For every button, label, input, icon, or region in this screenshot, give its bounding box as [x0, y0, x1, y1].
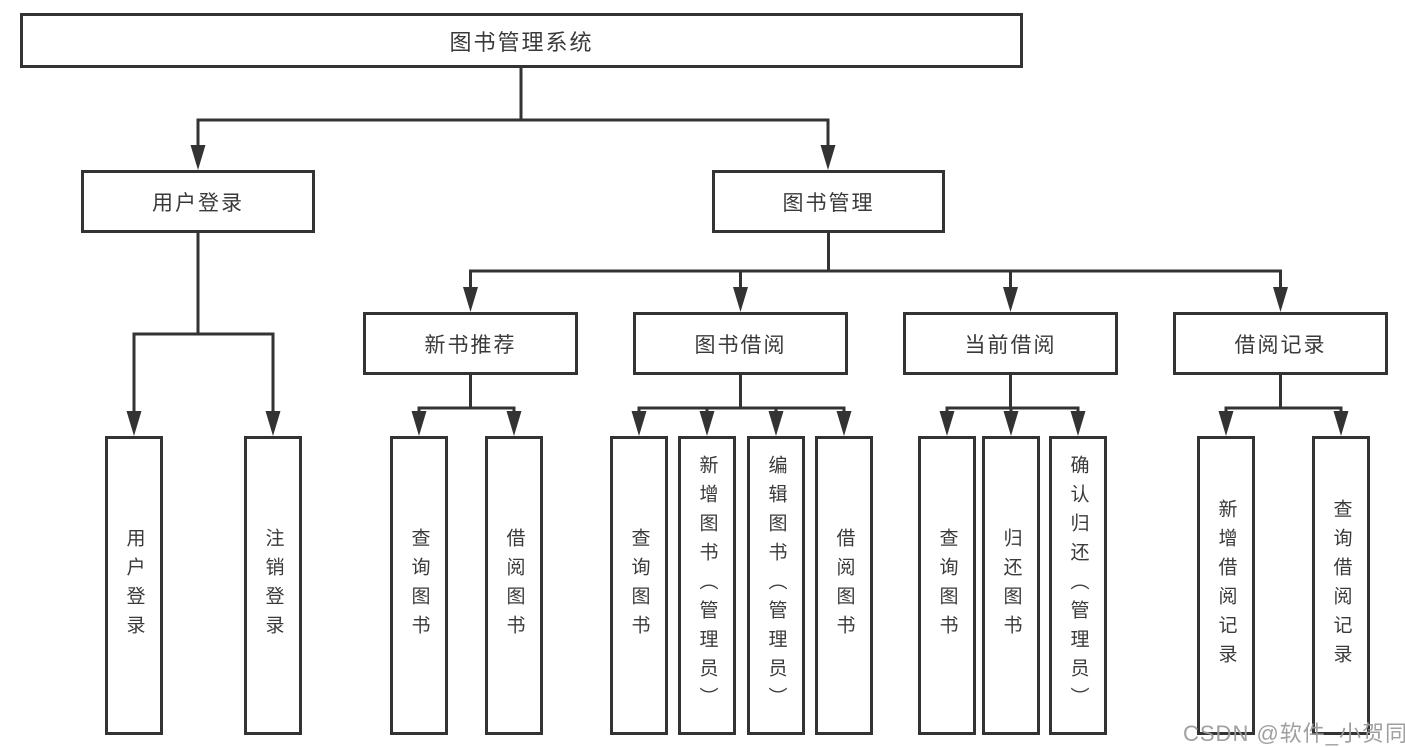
node-label: 查询图书	[408, 527, 430, 644]
arrow-down-icon	[1070, 411, 1086, 436]
arrow-down-icon	[733, 287, 748, 312]
arrow-down-icon	[836, 411, 852, 436]
connector-root-to-level1	[196, 68, 830, 150]
arrow-down-icon	[190, 145, 206, 170]
node-label: 借阅图书	[833, 527, 855, 644]
node-label: 借阅图书	[503, 527, 525, 644]
arrow-down-icon	[1218, 411, 1234, 436]
node-label: 注销登录	[262, 527, 284, 644]
connector-book-management-to-level2	[469, 233, 1282, 291]
leaf-borrow-books-2: 借阅图书	[815, 436, 873, 735]
connector-new-books-to-leaves	[417, 375, 516, 415]
csdn-watermark: CSDN @软件_小贺同学	[1183, 721, 1405, 746]
leaf-confirm-return-admin: 确认归还（管理员）	[1049, 436, 1107, 735]
node-label: 图书管理系统	[449, 29, 594, 55]
node-label: 图书借阅	[694, 333, 787, 357]
leaf-query-books-1: 查询图书	[390, 436, 448, 735]
leaf-query-borrow-record: 查询借阅记录	[1312, 436, 1370, 735]
leaf-query-books-2: 查询图书	[610, 436, 668, 735]
arrow-down-icon	[1333, 411, 1349, 436]
arrow-down-icon	[699, 411, 715, 436]
connector-current-borrow-to-leaves	[945, 375, 1080, 415]
arrow-down-icon	[1273, 287, 1288, 312]
leaf-borrow-books-1: 借阅图书	[485, 436, 543, 735]
arrow-down-icon	[820, 145, 836, 170]
node-label: 查询借阅记录	[1330, 498, 1352, 673]
connector-borrow-records-to-leaves	[1224, 375, 1343, 415]
node-book-management: 图书管理	[712, 170, 945, 233]
node-label: 查询图书	[628, 527, 650, 644]
node-label: 新书推荐	[424, 333, 517, 357]
leaf-query-books-3: 查询图书	[918, 436, 976, 735]
node-label: 查询图书	[936, 527, 958, 644]
arrow-down-icon	[126, 411, 142, 436]
leaf-add-books-admin: 新增图书（管理员）	[678, 436, 736, 735]
node-book-management-system: 图书管理系统	[20, 13, 1023, 68]
node-new-book-recommend: 新书推荐	[363, 312, 578, 375]
arrow-down-icon	[463, 287, 478, 312]
node-user-login: 用户登录	[81, 170, 315, 233]
leaf-user-login: 用户登录	[105, 436, 163, 735]
arrow-down-icon	[506, 411, 522, 436]
node-label: 用户登录	[152, 191, 244, 215]
arrow-down-icon	[631, 411, 647, 436]
connector-user-login-to-leaves	[132, 233, 275, 415]
arrow-down-icon	[265, 411, 281, 436]
leaf-logout: 注销登录	[244, 436, 302, 735]
leaf-edit-books-admin: 编辑图书（管理员）	[747, 436, 805, 735]
node-label: 编辑图书（管理员）	[765, 455, 787, 716]
node-label: 当前借阅	[964, 333, 1057, 357]
arrow-down-icon	[1003, 411, 1019, 436]
node-label: 新增图书（管理员）	[696, 455, 718, 716]
node-label: 归还图书	[1000, 527, 1022, 644]
leaf-return-books: 归还图书	[982, 436, 1040, 735]
node-label: 用户登录	[123, 527, 145, 644]
node-label: 新增借阅记录	[1215, 498, 1237, 673]
node-label: 借阅记录	[1234, 333, 1327, 357]
connector-book-borrow-to-leaves	[637, 375, 846, 415]
arrow-down-icon	[1003, 287, 1018, 312]
node-label: 确认归还（管理员）	[1067, 455, 1089, 716]
node-label: 图书管理	[782, 191, 875, 215]
arrow-down-icon	[768, 411, 784, 436]
node-current-borrowing: 当前借阅	[903, 312, 1118, 375]
arrow-down-icon	[939, 411, 955, 436]
leaf-add-borrow-record: 新增借阅记录	[1197, 436, 1255, 735]
arrow-down-icon	[411, 411, 427, 436]
node-borrowing-records: 借阅记录	[1173, 312, 1388, 375]
node-book-borrowing: 图书借阅	[633, 312, 848, 375]
